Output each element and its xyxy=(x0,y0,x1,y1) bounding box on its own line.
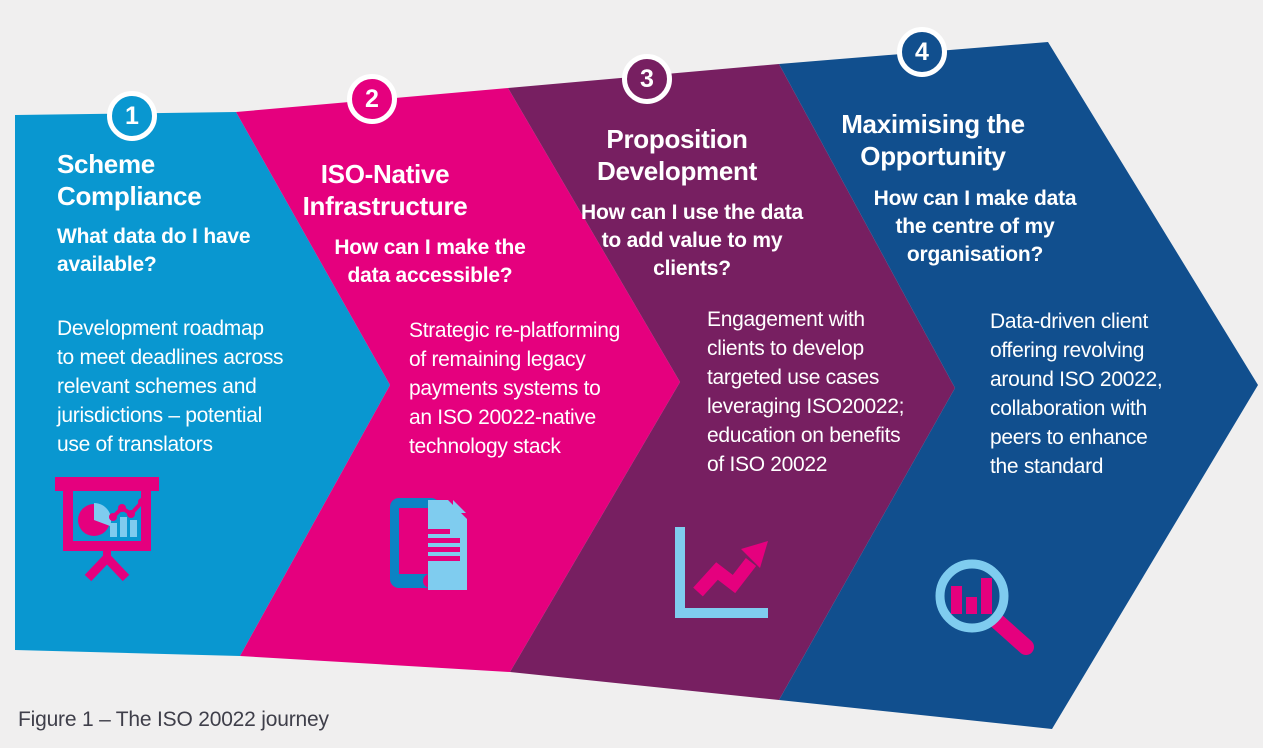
stage-4-body: Data-driven client offering revolving ar… xyxy=(990,310,1163,478)
chevron-stage-2 xyxy=(236,88,680,672)
stage-4-number-badge: 4 xyxy=(897,27,947,77)
stage-3-subtitle: How can I use the data to add value to m… xyxy=(581,201,803,280)
chevron-stage-3 xyxy=(508,64,955,700)
chevron-stage-4 xyxy=(779,42,1258,729)
stage-2-subtitle: How can I make the data accessible? xyxy=(334,236,526,287)
stage-1-number-badge: 1 xyxy=(107,91,157,141)
stage-2-number-badge: 2 xyxy=(347,74,397,124)
stage-3-body: Engagement with clients to develop targe… xyxy=(707,308,905,476)
stage-4-title: Maximising the Opportunity xyxy=(841,109,1025,171)
stage-1-subtitle: What data do I have available? xyxy=(57,225,251,276)
stage-4-subtitle: How can I make data the centre of my org… xyxy=(873,187,1077,266)
magnifier-bar-chart-icon xyxy=(935,559,1034,655)
stage-2-body: Strategic re-platforming of remaining le… xyxy=(409,319,621,458)
stage-2-title: ISO-Native Infrastructure xyxy=(302,159,468,221)
stage-3-number-badge: 3 xyxy=(622,54,672,104)
figure-caption: Figure 1 – The ISO 20022 journey xyxy=(18,708,329,731)
stage-1-title: Scheme Compliance xyxy=(57,149,202,211)
document-phone-icon xyxy=(390,498,467,590)
presentation-chart-icon xyxy=(55,477,159,582)
stage-1-body: Development roadmap to meet deadlines ac… xyxy=(57,317,284,456)
stage-3-title: Proposition Development xyxy=(597,124,757,186)
growth-arrow-chart-icon xyxy=(675,527,768,618)
